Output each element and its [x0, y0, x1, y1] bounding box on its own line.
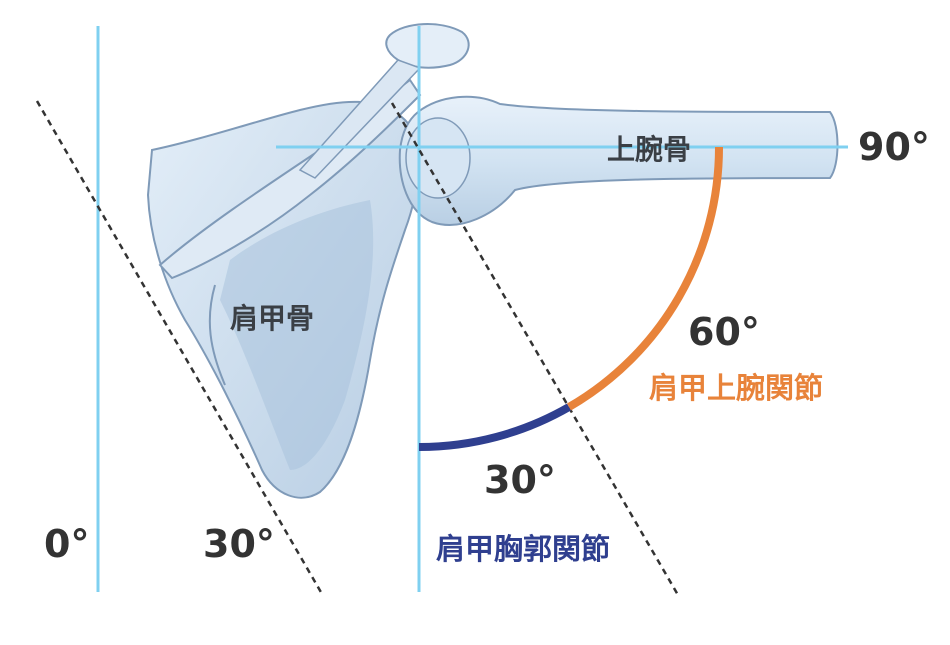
- humerus-bone: [398, 95, 839, 226]
- scapulothoracic-arc: [418, 403, 571, 452]
- glenohumeral-joint-label: 肩甲上腕関節: [649, 371, 823, 405]
- humeral-head: [405, 117, 471, 199]
- angle-0-label: 0°: [44, 522, 89, 566]
- scapulothoracic-joint-label: 肩甲胸郭関節: [436, 532, 610, 566]
- angle-60-label: 60°: [688, 310, 760, 354]
- angle-90-label: 90°: [858, 125, 930, 169]
- scapula-border-curve: [208, 284, 226, 386]
- angle-30-arc-label: 30°: [484, 458, 556, 502]
- scapula-label: 肩甲骨: [230, 302, 314, 335]
- clavicle-bone: [385, 23, 470, 69]
- glenoid-30deg-line: [390, 102, 680, 596]
- scapula-30deg-line: [35, 100, 324, 595]
- scapula-shading: [220, 200, 374, 470]
- glenohumeral-arc: [566, 146, 724, 411]
- humerus-label: 上腕骨: [607, 133, 691, 166]
- angle-30-scapula-label: 30°: [203, 522, 275, 566]
